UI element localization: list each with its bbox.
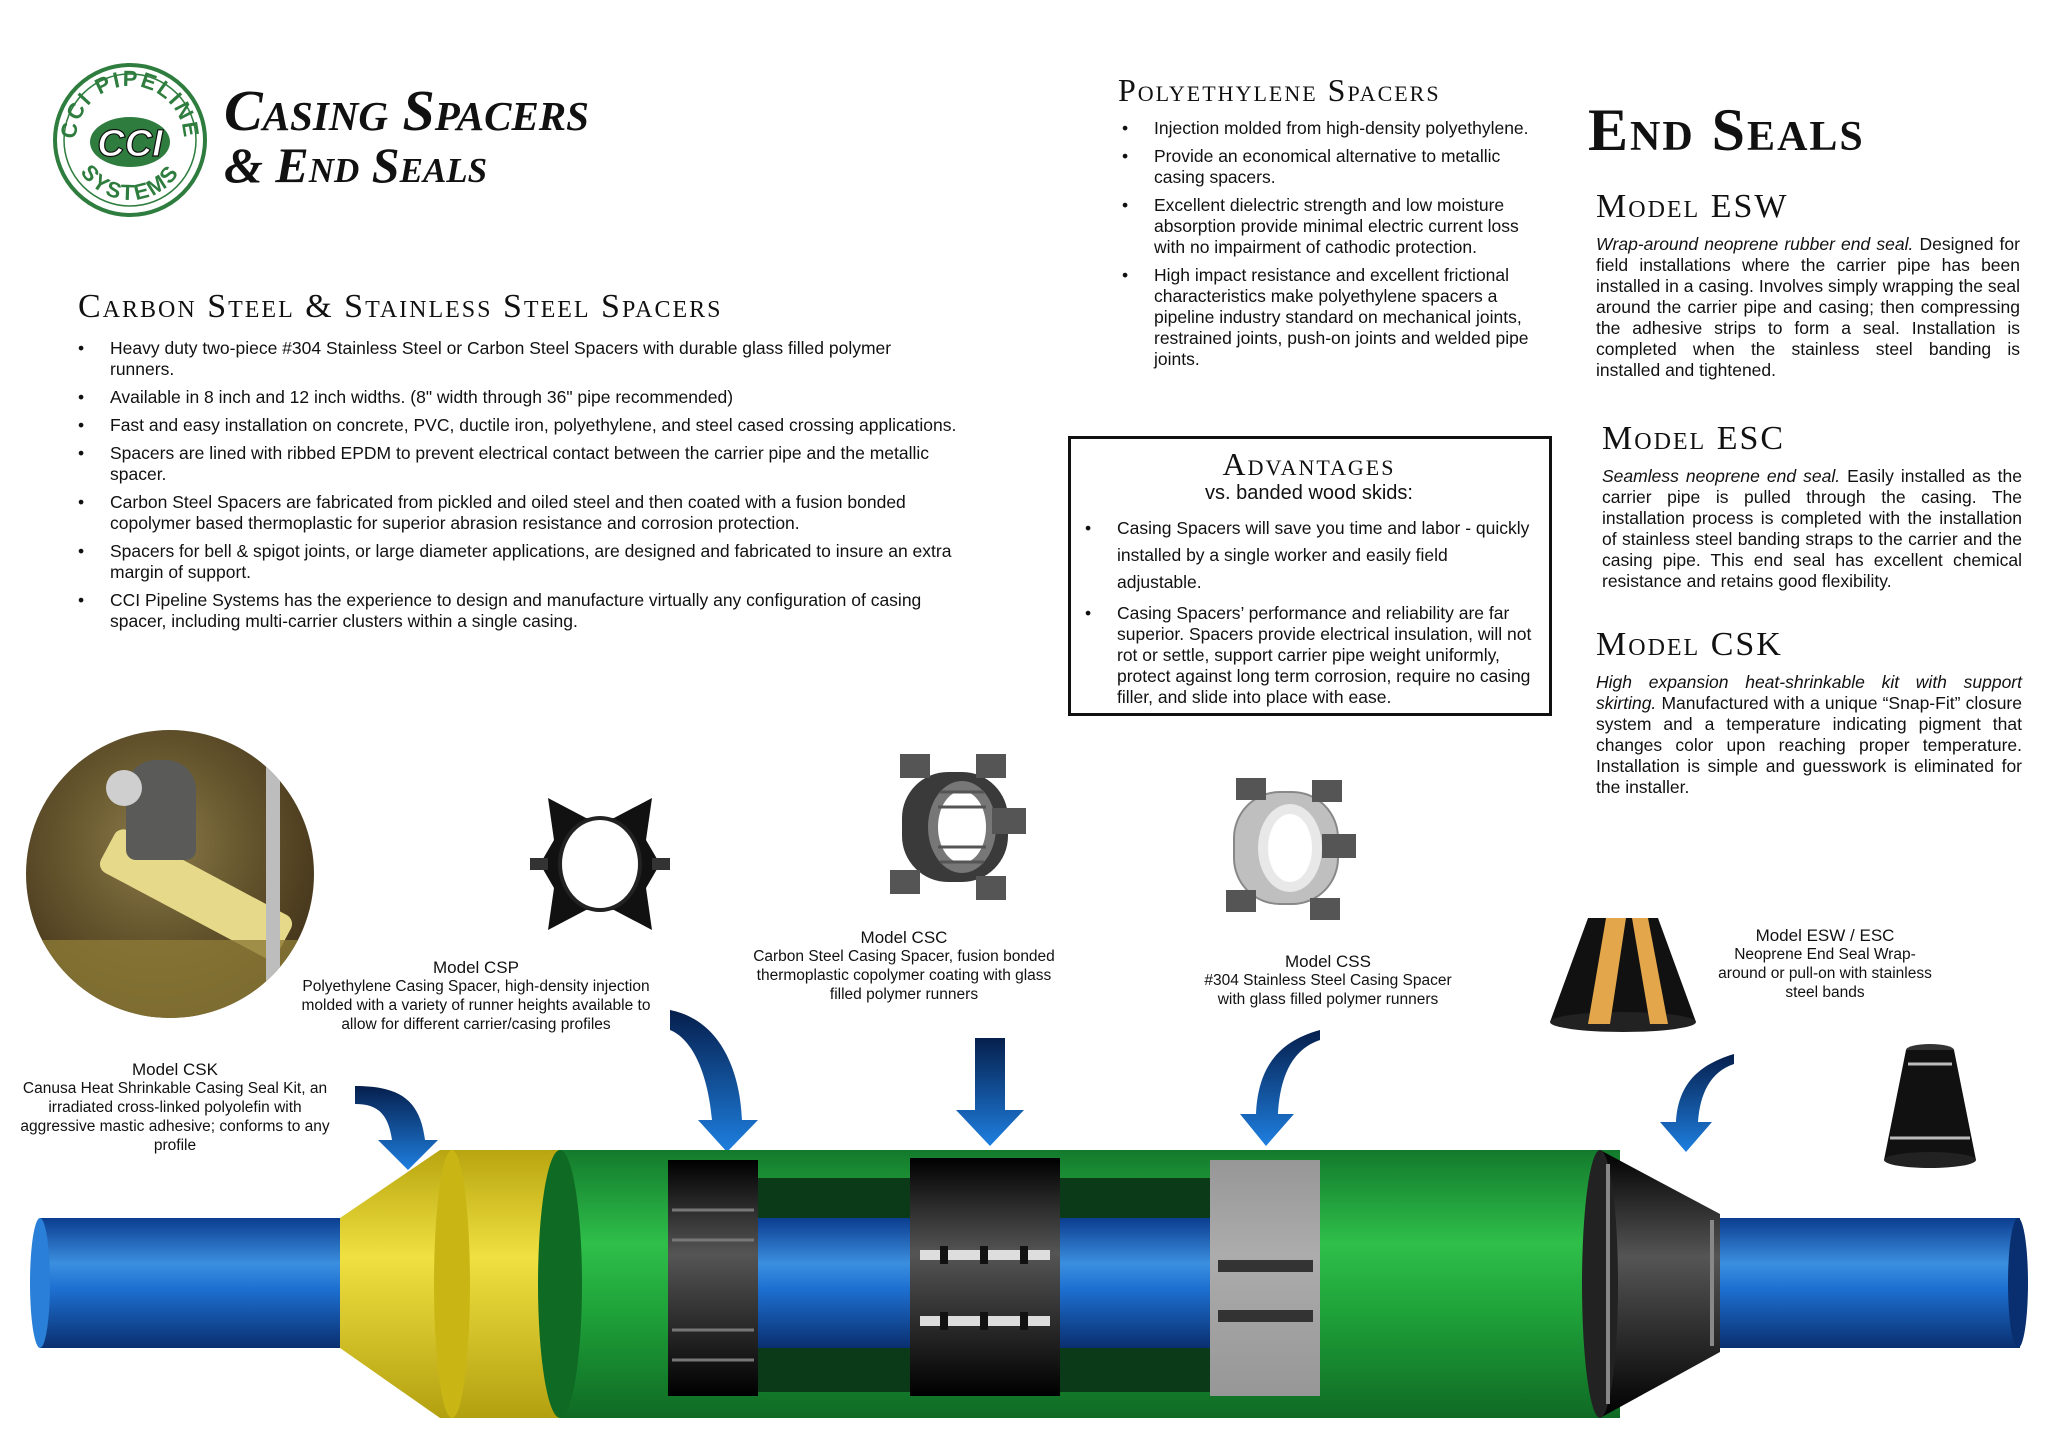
advantages-list: Casing Spacers will save you time and la… xyxy=(1085,515,1533,708)
arrow-css-icon xyxy=(1240,1030,1320,1146)
css-spacer-icon xyxy=(1226,778,1356,920)
label-model-csc-title: Model CSC xyxy=(860,928,948,947)
label-model-csp: Model CSP Polyethylene Casing Spacer, hi… xyxy=(296,958,656,1034)
model-esc-heading: Model ESC xyxy=(1602,420,1786,457)
label-model-esw-esc: Model ESW / ESC Neoprene End Seal Wrap-a… xyxy=(1712,926,1938,1002)
list-item: Spacers for bell & spigot joints, or lar… xyxy=(78,541,958,583)
list-item: Excellent dielectric strength and low mo… xyxy=(1122,195,1532,258)
label-model-css: Model CSS #304 Stainless Steel Casing Sp… xyxy=(1196,952,1460,1009)
csc-spacer-icon xyxy=(890,754,1026,900)
model-esc-body: Easily installed as the carrier pipe is … xyxy=(1602,466,2022,591)
model-esw-lead: Wrap-around neoprene rubber end seal. xyxy=(1596,234,1914,254)
end-seals-heading: End Seals xyxy=(1588,97,1865,163)
arrow-csp-icon xyxy=(670,1010,758,1152)
polyethylene-heading: Polyethylene Spacers xyxy=(1118,72,1441,108)
carbon-steel-list: Heavy duty two-piece #304 Stainless Stee… xyxy=(78,338,958,639)
model-csk-description: High expansion heat-shrinkable kit with … xyxy=(1596,672,2022,798)
arrow-csc-icon xyxy=(956,1038,1024,1146)
model-esw-heading: Model ESW xyxy=(1596,188,1789,225)
label-model-esw-esc-desc: Neoprene End Seal Wrap-around or pull-on… xyxy=(1718,946,1932,1001)
polyethylene-list: Injection molded from high-density polye… xyxy=(1122,118,1532,377)
list-item: Casing Spacers will save you time and la… xyxy=(1085,515,1533,596)
label-model-csp-desc: Polyethylene Casing Spacer, high-density… xyxy=(301,978,651,1033)
advantages-subheading: vs. banded wood skids: xyxy=(1205,482,1413,504)
list-item: Available in 8 inch and 12 inch widths. … xyxy=(78,387,958,408)
spacer-csc-section xyxy=(910,1158,1060,1396)
model-esc-lead: Seamless neoprene end seal. xyxy=(1602,466,1841,486)
label-model-css-desc: #304 Stainless Steel Casing Spacer with … xyxy=(1204,972,1452,1008)
list-item: High impact resistance and excellent fri… xyxy=(1122,265,1532,370)
label-model-csc-desc: Carbon Steel Casing Spacer, fusion bonde… xyxy=(753,948,1055,1003)
list-item: Injection molded from high-density polye… xyxy=(1122,118,1532,139)
list-item: Fast and easy installation on concrete, … xyxy=(78,415,958,436)
label-model-esw-esc-title: Model ESW / ESC xyxy=(1755,926,1895,945)
model-csk-body: Manufactured with a unique “Snap-Fit” cl… xyxy=(1596,693,2022,797)
label-model-csp-title: Model CSP xyxy=(433,958,519,977)
label-model-csk-title: Model CSK xyxy=(132,1060,218,1079)
label-model-css-title: Model CSS xyxy=(1285,952,1371,971)
list-item: Heavy duty two-piece #304 Stainless Stee… xyxy=(78,338,958,380)
carbon-steel-heading: Carbon Steel & Stainless Steel Spacers xyxy=(78,288,723,325)
cci-logo: CCI PIPELINE SYSTEMS CCI xyxy=(53,63,207,217)
page-title-line1: Casing Spacers xyxy=(224,78,589,143)
model-esw-description: Wrap-around neoprene rubber end seal. De… xyxy=(1596,234,2020,381)
field-installation-photo xyxy=(26,730,314,1018)
end-seal-wraparound-icon xyxy=(1550,918,1696,1032)
advantages-box: Advantages vs. banded wood skids: Casing… xyxy=(1068,436,1552,716)
model-esc-description: Seamless neoprene end seal. Easily insta… xyxy=(1602,466,2022,592)
model-esw-body: Designed for field installations where t… xyxy=(1596,234,2020,380)
arrow-esw-icon xyxy=(1660,1054,1734,1152)
spacer-csp-section xyxy=(668,1160,758,1396)
model-csk-heading: Model CSK xyxy=(1596,626,1783,663)
model-csk-lead: High expansion heat-shrinkable kit with … xyxy=(1596,672,2022,713)
end-seal-pullon-icon xyxy=(1884,1044,1976,1168)
list-item: Provide an economical alternative to met… xyxy=(1122,146,1532,188)
list-item: Carbon Steel Spacers are fabricated from… xyxy=(78,492,958,534)
csp-spacer-icon xyxy=(530,798,670,930)
advantages-heading: Advantages xyxy=(1222,446,1396,482)
label-model-csk-desc: Canusa Heat Shrinkable Casing Seal Kit, … xyxy=(20,1080,330,1154)
arrow-csk-icon xyxy=(355,1086,438,1170)
list-item: Spacers are lined with ribbed EPDM to pr… xyxy=(78,443,958,485)
page-title-line2: & End Seals xyxy=(224,137,488,193)
label-model-csc: Model CSC Carbon Steel Casing Spacer, fu… xyxy=(748,928,1060,1004)
list-item: Casing Spacers’ performance and reliabil… xyxy=(1085,603,1533,708)
logo-mark: CCI xyxy=(97,123,164,165)
spacer-css-section xyxy=(1210,1160,1320,1396)
label-model-csk: Model CSK Canusa Heat Shrinkable Casing … xyxy=(14,1060,336,1155)
list-item: CCI Pipeline Systems has the experience … xyxy=(78,590,958,632)
pipe-assembly-diagram xyxy=(30,1010,2028,1418)
